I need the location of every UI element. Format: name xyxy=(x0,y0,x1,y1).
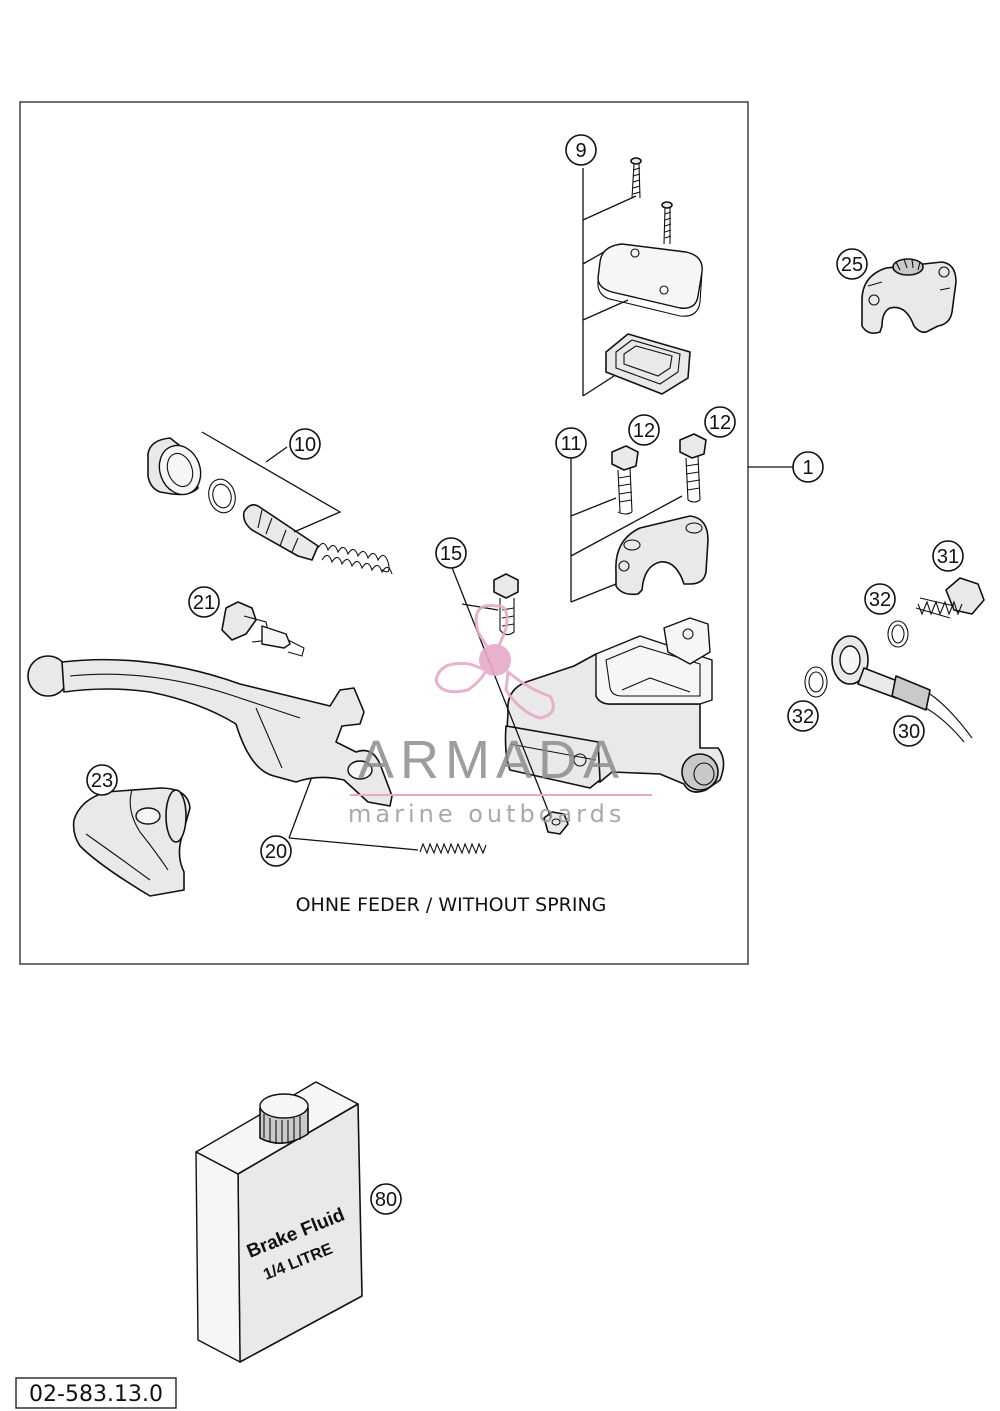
part-10-piston-kit xyxy=(147,431,393,575)
reservoir-diaphragm xyxy=(605,333,691,395)
brake-lever xyxy=(27,655,393,807)
return-spring xyxy=(317,542,390,573)
part-32-washer xyxy=(804,666,828,698)
callout-label: 20 xyxy=(265,841,287,863)
part-21-adjuster xyxy=(221,601,305,657)
part-23-dust-cover xyxy=(72,787,191,897)
document-number: 02-583.13.0 xyxy=(29,1382,163,1407)
cover-screw xyxy=(630,157,642,199)
callout-9: 9 xyxy=(565,134,597,166)
spring-note-caption: OHNE FEDER / WITHOUT SPRING xyxy=(296,894,607,916)
callout-label: 25 xyxy=(841,254,863,276)
callout-15: 15 xyxy=(435,537,467,569)
part-80-brake-fluid-can: Brake Fluid 1/4 LITRE xyxy=(195,1081,363,1363)
callout-label: 23 xyxy=(91,770,113,792)
callout-20: 20 xyxy=(260,835,292,867)
callout-21: 21 xyxy=(188,586,220,618)
watermark-subtitle: marine outboards xyxy=(348,800,625,828)
cover-screw xyxy=(661,201,673,245)
callout-11: 11 xyxy=(555,427,587,459)
part-15-pivot-bolt xyxy=(450,564,569,835)
part-9-cover-group xyxy=(582,157,703,397)
watermark-title: ARMADA xyxy=(358,730,625,790)
callout-label: 12 xyxy=(709,412,731,434)
callout-label: 32 xyxy=(869,589,891,611)
callout-23: 23 xyxy=(86,764,118,796)
part-31-banjo-bolt xyxy=(915,577,985,619)
callout-30: 30 xyxy=(893,715,925,747)
reservoir-cover xyxy=(597,243,703,309)
part-32-washer xyxy=(887,620,909,648)
callout-label: 10 xyxy=(294,434,316,456)
callout-label: 31 xyxy=(937,546,959,568)
callout-label: 15 xyxy=(440,543,462,565)
callout-32: 32 xyxy=(787,700,819,732)
propeller-logo xyxy=(434,604,555,720)
callout-label: 21 xyxy=(193,592,215,614)
document-number-box xyxy=(15,1377,177,1409)
callout-label: 11 xyxy=(561,433,582,455)
watermark: ARMADA marine outboards xyxy=(348,604,652,828)
callout-80: 80 xyxy=(370,1183,402,1215)
part-11-clamp-bolts xyxy=(570,433,709,603)
callout-label: 80 xyxy=(375,1189,397,1211)
callout-12: 12 xyxy=(628,414,660,446)
callout-label: 12 xyxy=(633,420,655,442)
callout-25: 25 xyxy=(836,248,868,280)
callout-10: 10 xyxy=(289,428,321,460)
callout-1: 1 xyxy=(792,451,824,483)
part-25-clamp xyxy=(861,258,957,334)
callout-label: 30 xyxy=(898,721,920,743)
callout-31: 31 xyxy=(932,540,964,572)
part-30-brake-hose xyxy=(831,635,973,743)
callout-32: 32 xyxy=(864,583,896,615)
callout-label: 1 xyxy=(802,457,813,479)
assembly-frame xyxy=(19,101,749,965)
callout-12: 12 xyxy=(704,406,736,438)
callout-label: 9 xyxy=(575,140,586,162)
part-1-master-cylinder xyxy=(504,466,796,793)
callout-label: 32 xyxy=(792,706,814,728)
